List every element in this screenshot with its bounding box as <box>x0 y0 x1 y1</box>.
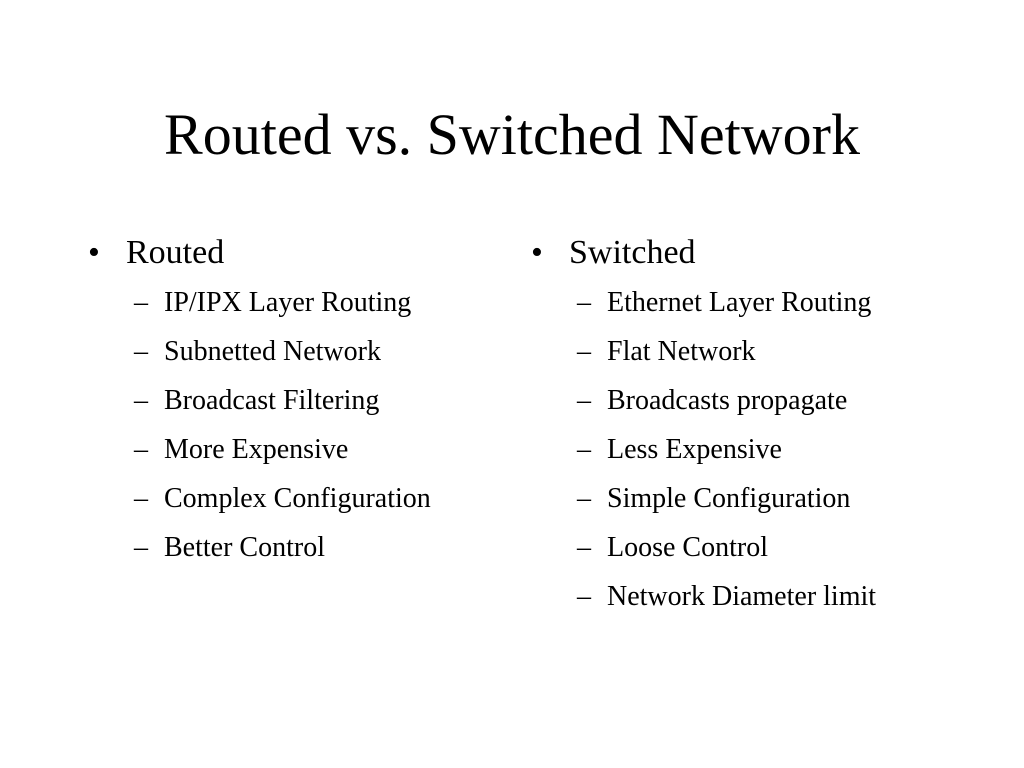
sub-item-label: Broadcasts propagate <box>607 385 848 416</box>
dash-icon: – <box>577 434 591 465</box>
sub-item-label: Complex Configuration <box>164 483 431 514</box>
list-item: – Flat Network <box>531 332 931 372</box>
sub-item-label: Network Diameter limit <box>607 581 877 612</box>
dash-icon: – <box>134 483 148 514</box>
dash-icon: – <box>577 581 591 612</box>
list-item: – Ethernet Layer Routing <box>531 283 931 323</box>
list-item: – Simple Configuration <box>531 479 931 519</box>
left-column: • Routed – IP/IPX Layer Routing – Subnet… <box>88 233 488 577</box>
dash-icon: – <box>134 434 148 465</box>
dash-icon: – <box>134 385 148 416</box>
main-bullet-item-switched: • Switched <box>531 233 931 273</box>
sub-item-label: Flat Network <box>607 336 756 367</box>
main-bullet-label: Switched <box>569 234 696 271</box>
list-item: – Complex Configuration <box>88 479 488 519</box>
main-bullet-item-routed: • Routed <box>88 233 488 273</box>
list-item: – Broadcasts propagate <box>531 381 931 421</box>
list-item: – Network Diameter limit <box>531 577 931 617</box>
sub-item-label: Better Control <box>164 532 325 563</box>
list-item: – Better Control <box>88 528 488 568</box>
list-item: – IP/IPX Layer Routing <box>88 283 488 323</box>
sub-item-label: IP/IPX Layer Routing <box>164 287 412 318</box>
dash-icon: – <box>134 532 148 563</box>
sub-list-switched: – Ethernet Layer Routing – Flat Network … <box>531 283 931 617</box>
right-column: • Switched – Ethernet Layer Routing – Fl… <box>531 233 931 626</box>
dash-icon: – <box>134 287 148 318</box>
dash-icon: – <box>577 532 591 563</box>
sub-item-label: Broadcast Filtering <box>164 385 380 416</box>
dash-icon: – <box>577 287 591 318</box>
list-item: – Subnetted Network <box>88 332 488 372</box>
bullet-icon: • <box>531 234 543 271</box>
sub-item-label: Simple Configuration <box>607 483 851 514</box>
list-item: – More Expensive <box>88 430 488 470</box>
sub-item-label: Loose Control <box>607 532 768 563</box>
sub-item-label: Ethernet Layer Routing <box>607 287 872 318</box>
dash-icon: – <box>577 336 591 367</box>
list-item: – Less Expensive <box>531 430 931 470</box>
main-bullet-label: Routed <box>126 234 225 271</box>
slide-title: Routed vs. Switched Network <box>164 102 860 167</box>
sub-item-label: Subnetted Network <box>164 336 381 367</box>
dash-icon: – <box>577 385 591 416</box>
sub-list-routed: – IP/IPX Layer Routing – Subnetted Netwo… <box>88 283 488 568</box>
dash-icon: – <box>134 336 148 367</box>
bullet-icon: • <box>88 234 100 271</box>
list-item: – Loose Control <box>531 528 931 568</box>
list-item: – Broadcast Filtering <box>88 381 488 421</box>
dash-icon: – <box>577 483 591 514</box>
sub-item-label: More Expensive <box>164 434 349 465</box>
sub-item-label: Less Expensive <box>607 434 782 465</box>
